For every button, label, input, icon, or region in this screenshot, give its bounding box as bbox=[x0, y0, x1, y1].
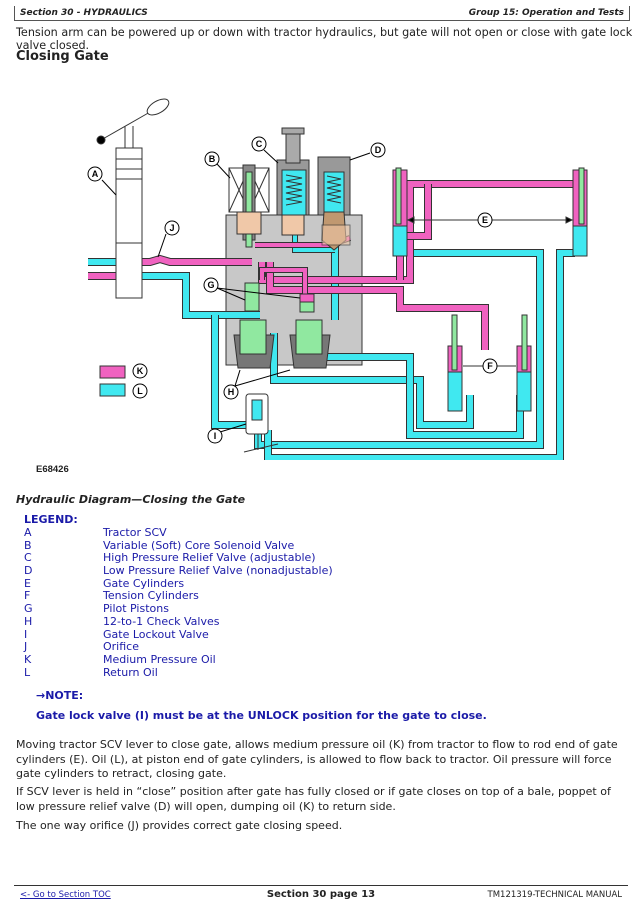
callout-b: B bbox=[204, 151, 220, 167]
legend-key: E bbox=[24, 576, 31, 590]
legend-item: G Pilot Pistons bbox=[24, 602, 169, 616]
svg-text:E: E bbox=[482, 215, 488, 225]
section-title: Section 30 - HYDRAULICS bbox=[20, 8, 148, 18]
svg-text:D: D bbox=[375, 145, 382, 155]
group-title: Group 15: Operation and Tests bbox=[468, 8, 624, 18]
swatch-return bbox=[99, 383, 126, 397]
svg-text:H: H bbox=[228, 387, 235, 397]
svg-text:A: A bbox=[92, 169, 99, 179]
paragraph: The one way orifice (J) provides correct… bbox=[16, 819, 343, 832]
legend-item: D Low Pressure Relief Valve (nonadjustabl… bbox=[24, 564, 333, 578]
svg-text:L: L bbox=[137, 386, 143, 396]
svg-text:F: F bbox=[487, 361, 493, 371]
intro-text: Tension arm can be powered up or down wi… bbox=[16, 26, 633, 52]
manual-id: TM121319-TECHNICAL MANUAL bbox=[487, 890, 622, 900]
legend-item: C High Pressure Relief Valve (adjustable) bbox=[24, 551, 316, 565]
legend-key: B bbox=[24, 538, 32, 552]
callout-e: E bbox=[477, 212, 493, 228]
svg-text:B: B bbox=[209, 154, 216, 164]
legend-key: I bbox=[24, 627, 28, 641]
legend-key: A bbox=[24, 526, 32, 539]
callout-a: A bbox=[87, 166, 103, 182]
legend-item: E Gate Cylinders bbox=[24, 576, 184, 591]
section-toc-link[interactable]: <- Go to Section TOC bbox=[20, 890, 111, 900]
figure-id: E68426 bbox=[36, 464, 69, 475]
legend-item: A Tractor SCV bbox=[24, 526, 167, 540]
page-title: Closing Gate bbox=[16, 49, 109, 64]
paragraph: Moving tractor SCV lever to close gate, … bbox=[16, 738, 618, 780]
legend-label: Return Oil bbox=[103, 665, 158, 679]
page-number: Section 30 page 13 bbox=[266, 889, 376, 900]
callout-j: J bbox=[164, 220, 180, 236]
callout-i: I bbox=[207, 428, 223, 444]
legend-label: 12-to-1 Check Valves bbox=[103, 614, 220, 628]
svg-text:K: K bbox=[137, 366, 144, 376]
legend-item: L Return Oil bbox=[24, 665, 158, 680]
legend-key: F bbox=[24, 589, 31, 603]
legend-item: H 12-to-1 Check Valves bbox=[24, 614, 220, 629]
figure-caption: Hydraulic Diagram—Closing the Gate bbox=[16, 493, 246, 506]
svg-text:C: C bbox=[256, 139, 263, 149]
page-header: Section 30 - HYDRAULICS Group 15: Operat… bbox=[14, 6, 630, 21]
svg-text:G: G bbox=[207, 280, 214, 290]
hydraulic-diagram: A B C D E F G H I J K L bbox=[87, 98, 588, 460]
callout-d: D bbox=[370, 142, 386, 158]
legend-item: B Variable (Soft) Core Solenoid Valve bbox=[24, 538, 294, 553]
note-label: →NOTE: bbox=[36, 689, 84, 702]
legend-label: Tractor SCV bbox=[103, 526, 167, 539]
legend-key: D bbox=[24, 564, 33, 578]
legend-item: K Medium Pressure Oil bbox=[24, 652, 216, 667]
page-footer: <- Go to Section TOC Section 30 page 13 … bbox=[14, 885, 628, 900]
callout-l: L bbox=[132, 383, 148, 399]
legend-key: H bbox=[24, 614, 33, 628]
legend-key: K bbox=[24, 652, 32, 666]
legend-label: Medium Pressure Oil bbox=[103, 652, 216, 666]
note-text: Gate lock valve (I) must be at the UNLOC… bbox=[36, 709, 487, 722]
legend-label: Gate Cylinders bbox=[103, 576, 185, 590]
legend-label: Tension Cylinders bbox=[103, 589, 199, 603]
legend-label: Variable (Soft) Core Solenoid Valve bbox=[103, 538, 295, 552]
svg-text:I: I bbox=[214, 431, 217, 441]
legend-label: Low Pressure Relief Valve (nonadjustable… bbox=[103, 564, 333, 578]
legend-label: Gate Lockout Valve bbox=[103, 627, 209, 641]
tractor-scv bbox=[115, 147, 143, 299]
callout-h: H bbox=[223, 384, 239, 400]
legend-item: J Orifice bbox=[24, 640, 139, 654]
legend-key: J bbox=[24, 640, 28, 654]
callout-f: F bbox=[482, 358, 498, 374]
note: →NOTE: Gate lock valve (I) must be at th… bbox=[36, 689, 487, 722]
legend-key: G bbox=[24, 602, 33, 616]
svg-text:J: J bbox=[169, 223, 174, 233]
callout-c: C bbox=[251, 136, 267, 152]
paragraph: If SCV lever is held in “close” position… bbox=[16, 785, 611, 813]
callout-k: K bbox=[132, 363, 148, 379]
legend-title: LEGEND: bbox=[24, 513, 78, 526]
legend: LEGEND: A Tractor SCV B Variable (Soft) Cor… bbox=[24, 513, 333, 680]
swatch-pressure bbox=[99, 365, 126, 379]
legend-label: Pilot Pistons bbox=[103, 602, 169, 616]
legend-key: C bbox=[24, 551, 32, 565]
legend-label: High Pressure Relief Valve (adjustable) bbox=[103, 551, 316, 565]
legend-label: Orifice bbox=[103, 640, 139, 654]
legend-item: F Tension Cylinders bbox=[24, 589, 199, 603]
callout-g: G bbox=[203, 277, 219, 293]
legend-key: L bbox=[24, 665, 31, 679]
legend-item: I Gate Lockout Valve bbox=[24, 627, 209, 642]
